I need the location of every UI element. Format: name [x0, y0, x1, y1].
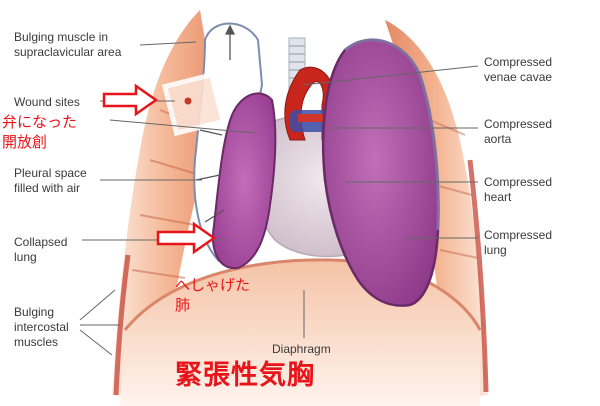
- annotation-valve-wound: 弁になった 開放創: [2, 113, 78, 151]
- collapsed-lung-shape: [212, 92, 277, 270]
- diagram-title: 緊張性気胸: [175, 360, 315, 391]
- label-compressed-heart: Compressed heart: [484, 175, 553, 204]
- label-wound-sites: Wound sites: [14, 95, 80, 109]
- red-arrow-icon: [156, 221, 217, 255]
- label-bulging-intercostal: Bulging intercostal muscles: [14, 305, 69, 349]
- label-compressed-aorta: Compressed aorta: [484, 117, 553, 146]
- label-compressed-lung: Compressed lung: [484, 228, 553, 257]
- label-compressed-venae-cavae: Compressed venae cavae: [484, 55, 553, 84]
- red-arrow-icon: [102, 83, 159, 117]
- annotation-flattened-lung: へしゃげた 肺: [175, 276, 251, 314]
- label-collapsed-lung: Collapsed lung: [14, 235, 68, 264]
- label-diaphragm: Diaphragm: [272, 342, 331, 356]
- label-bulging-muscle: Bulging muscle in supraclavicular area: [14, 30, 122, 59]
- wound-site-mark: [184, 97, 192, 105]
- label-pleural-space: Pleural space filled with air: [14, 166, 87, 195]
